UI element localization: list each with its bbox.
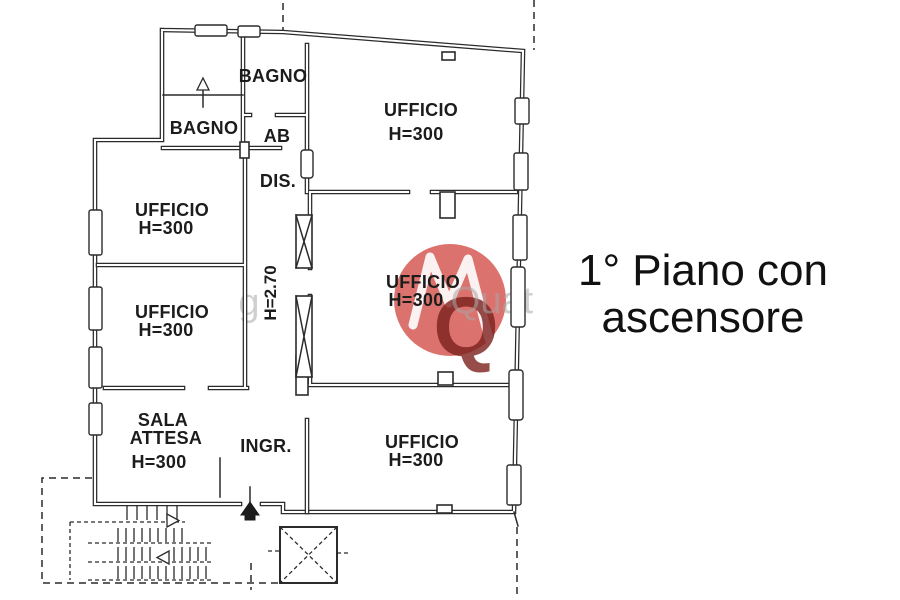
windows <box>88 24 530 506</box>
stair-direction-left-icon <box>155 549 170 566</box>
watermark-m-zigzag <box>408 252 494 344</box>
entrance-arrow <box>240 486 260 521</box>
floor-caption-line2: ascensore <box>601 293 805 342</box>
room-label-ingresso: INGR. <box>240 436 292 456</box>
corridor-height-label: H=2.70 <box>261 265 280 320</box>
room-label-dis: DIS. <box>260 171 296 191</box>
elevator-shaft <box>279 526 338 584</box>
watermark-logo: Q g Quat <box>238 244 534 374</box>
room-label-attesa: ATTESA <box>130 428 202 448</box>
room-label-ufficio-left-lower: UFFICIO <box>135 302 209 322</box>
room-height-ufficio-left-upper: H=300 <box>138 218 193 238</box>
room-label-bagno-left: BAGNO <box>170 118 239 138</box>
dashed-boundary <box>41 0 535 597</box>
floor-caption: 1° Piano con ascensore <box>553 247 853 341</box>
room-height-ufficio-top-right: H=300 <box>388 124 443 144</box>
room-label-ufficio-top-right: UFFICIO <box>384 100 458 120</box>
room-label-ufficio-left-upper: UFFICIO <box>135 200 209 220</box>
room-height-ufficio-bottom-right: H=300 <box>388 450 443 470</box>
room-label-ufficio-center: UFFICIO <box>386 272 460 292</box>
watermark-text-left: g <box>238 282 259 324</box>
room-height-ufficio-left-lower: H=300 <box>138 320 193 340</box>
room-labels: BAGNO BAGNO AB DIS. UFFICIO H=300 UFFICI… <box>130 66 460 472</box>
stair-up-arrow-icon <box>195 76 211 91</box>
stair-direction-right-icon <box>166 512 181 529</box>
entrance-arrow-icon <box>240 501 260 516</box>
room-label-sala: SALA <box>138 410 188 430</box>
room-label-ab: AB <box>264 126 291 146</box>
room-label-ufficio-bottom-right: UFFICIO <box>385 432 459 452</box>
room-height-ufficio-center: H=300 <box>388 290 443 310</box>
hatched-shafts <box>295 214 313 378</box>
external-staircase <box>69 506 212 581</box>
room-height-sala-attesa: H=300 <box>131 452 186 472</box>
watermark-monogram: Q <box>433 280 498 374</box>
door-opening <box>300 149 314 179</box>
exterior-walls <box>92 27 526 527</box>
floor-caption-line1: 1° Piano con <box>578 246 828 295</box>
stairwell <box>195 76 211 108</box>
room-label-bagno-top: BAGNO <box>239 66 308 86</box>
